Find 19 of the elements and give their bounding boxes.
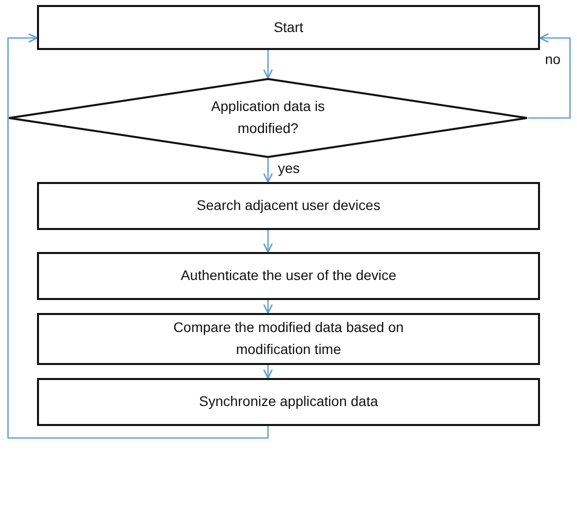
- node-text: Search adjacent user devices: [196, 196, 380, 216]
- arrow: [263, 365, 273, 379]
- node-text: Compare the modified data based on modification time: [172, 318, 405, 359]
- process-box: [37, 5, 540, 50]
- process-box: [37, 313, 540, 365]
- arrow: [263, 300, 273, 314]
- process-box: [37, 182, 540, 230]
- arrow: [528, 33, 571, 119]
- arrow: [263, 230, 273, 253]
- process-box: [37, 378, 540, 426]
- arrow: [7, 33, 269, 439]
- node-text: Synchronize application data: [198, 392, 378, 412]
- node-text: Authenticate the user of the device: [180, 266, 396, 286]
- node-text: Application data is modified?: [210, 97, 326, 138]
- arrow: [263, 50, 273, 79]
- arrow: [263, 158, 273, 183]
- decision-diamond: [8, 78, 528, 158]
- node-text: Start: [274, 18, 304, 37]
- process-box: [37, 252, 540, 300]
